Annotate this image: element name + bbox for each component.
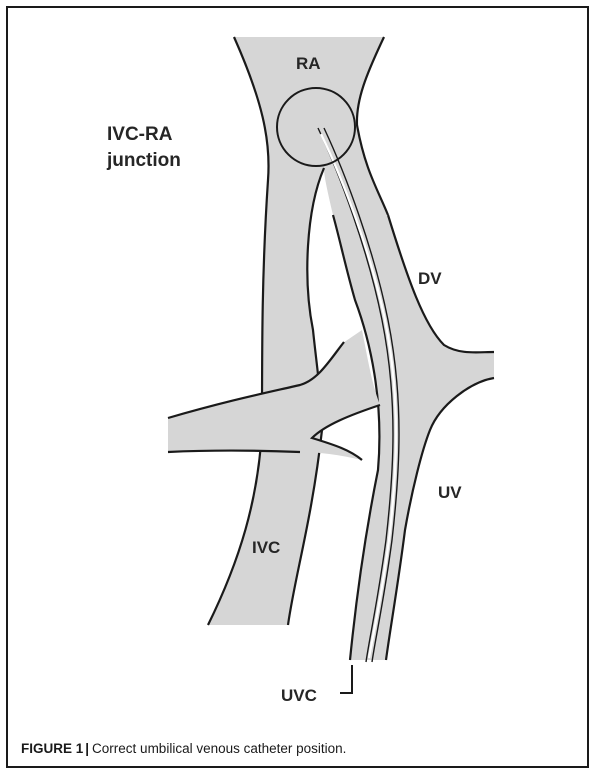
label-uvc: UVC — [281, 686, 317, 705]
label-uv: UV — [438, 483, 462, 502]
figure-caption: FIGURE 1|Correct umbilical venous cathet… — [21, 741, 346, 756]
label-ivc-ra-junction-line2: junction — [106, 150, 181, 171]
caption-text: Correct umbilical venous catheter positi… — [92, 741, 346, 756]
uvc-pointer-line — [340, 665, 352, 693]
caption-separator: | — [83, 741, 92, 756]
label-ra: RA — [296, 54, 321, 73]
caption-figure-number: FIGURE 1 — [21, 741, 83, 756]
label-ivc: IVC — [252, 538, 280, 557]
label-ivc-ra-junction-line1: IVC-RA — [107, 124, 173, 145]
label-dv: DV — [418, 269, 442, 288]
